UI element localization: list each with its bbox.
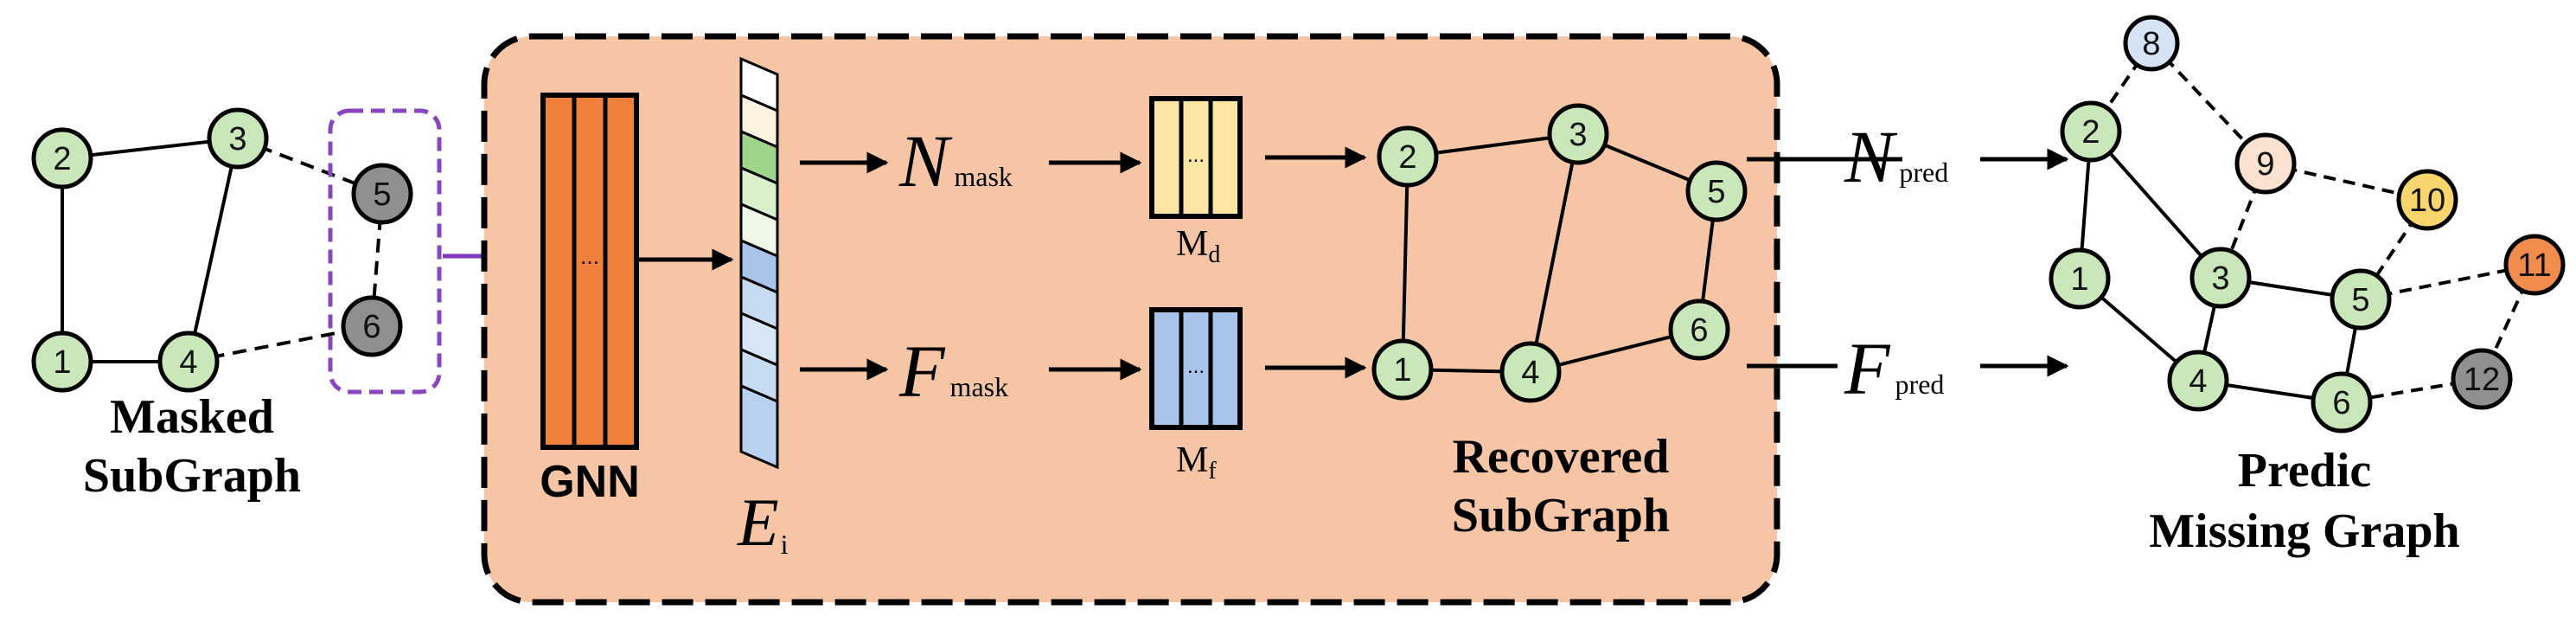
masked-node xyxy=(341,295,403,357)
node-label: 8 xyxy=(2142,26,2160,62)
predicted-node xyxy=(2123,15,2180,72)
predicted-node xyxy=(2503,234,2566,296)
node-label: 1 xyxy=(1393,352,1411,388)
node-label: 5 xyxy=(373,177,391,213)
predicted-title-line2: Missing Graph xyxy=(2149,504,2459,558)
graph-node xyxy=(2311,371,2373,433)
embedding-stack: Ei xyxy=(737,56,789,560)
embedding-cell xyxy=(739,383,779,470)
fmask-subscript: mask xyxy=(950,371,1009,402)
graph-node xyxy=(157,331,220,393)
masked-subgraph: 2 3 1 4 5 6 Masked SubGraph xyxy=(31,107,442,503)
node-label: 4 xyxy=(2189,363,2207,400)
mf-symbol: M xyxy=(1176,440,1208,480)
node-label: 9 xyxy=(2256,146,2274,183)
edge xyxy=(1401,156,1409,370)
predicted-node xyxy=(2396,169,2458,231)
predicted-node xyxy=(2234,132,2297,195)
node-label: 1 xyxy=(2070,261,2088,298)
graph-node xyxy=(207,107,269,170)
node-label: 3 xyxy=(2211,260,2229,297)
graph-node xyxy=(2049,247,2111,310)
graph-node xyxy=(31,331,93,393)
masked-subgraph-title-line2: SubGraph xyxy=(83,449,301,503)
node-label: 3 xyxy=(1569,117,1587,153)
mf-label: Mf xyxy=(1176,440,1217,485)
graph-node xyxy=(1377,125,1439,188)
node-label: 4 xyxy=(179,344,197,381)
graph-node xyxy=(1668,299,1730,361)
node-label: 2 xyxy=(1398,139,1416,176)
node-label: 2 xyxy=(53,141,71,177)
mf-box xyxy=(1149,307,1243,430)
fmask-symbol: F xyxy=(898,330,946,413)
mf-subscript: f xyxy=(1208,458,1217,485)
md-symbol: M xyxy=(1176,224,1208,264)
gnn-block: ... GNN xyxy=(540,93,640,507)
embedding-symbol-main: E xyxy=(737,485,779,560)
node-label: 4 xyxy=(1521,355,1539,391)
predicted-node xyxy=(2451,348,2513,410)
md-label: Md xyxy=(1176,224,1220,268)
edge xyxy=(187,138,240,363)
predicted-graph: 8 2 9 10 1 3 5 11 4 6 12 Predic Missing … xyxy=(2049,15,2566,558)
node-label: 6 xyxy=(362,309,380,345)
node-label: 5 xyxy=(2351,282,2369,318)
graph-node xyxy=(2167,350,2229,412)
node-label: 6 xyxy=(1690,312,1708,349)
md-box xyxy=(1149,96,1243,219)
gnn-box xyxy=(540,93,639,450)
node-label: 3 xyxy=(228,121,246,157)
mask-selection-box xyxy=(328,108,442,395)
recovered-title-line1: Recovered xyxy=(1453,430,1670,484)
masked-node xyxy=(351,163,413,225)
node-label: 5 xyxy=(1707,174,1725,210)
md-subscript: d xyxy=(1208,241,1220,268)
embedding-subscript: i xyxy=(781,529,789,560)
masked-edge xyxy=(188,324,373,363)
node-label: 11 xyxy=(2517,247,2551,284)
graph-node xyxy=(2189,247,2252,309)
mf-block: ... Mf xyxy=(1149,307,1243,485)
node-label: 10 xyxy=(2409,183,2445,219)
graph-node xyxy=(1685,160,1748,222)
md-block: ... Md xyxy=(1149,96,1243,268)
nmask-symbol: N xyxy=(898,119,953,202)
recovered-title-line2: SubGraph xyxy=(1452,489,1670,542)
npred-subscript: pred xyxy=(1899,157,1948,188)
graph-node xyxy=(2060,100,2122,163)
mf-ellipsis: ... xyxy=(1187,355,1205,378)
graph-node xyxy=(1371,338,1434,401)
predicted-title-line1: Predic xyxy=(2238,444,2371,498)
graph-node xyxy=(1499,341,1562,403)
gnn-ellipsis: ... xyxy=(580,243,599,269)
embedding-symbol: Ei xyxy=(737,485,789,560)
fpred-symbol: F xyxy=(1844,327,1891,410)
edge xyxy=(2089,130,2222,279)
model-panel xyxy=(481,33,1780,606)
graph-node xyxy=(1547,103,1609,165)
md-ellipsis: ... xyxy=(1187,144,1205,167)
fpred-subscript: pred xyxy=(1895,369,1945,400)
graph-node xyxy=(31,127,93,189)
nmask-subscript: mask xyxy=(954,161,1013,192)
node-label: 12 xyxy=(2464,362,2500,398)
masked-subgraph-title-line1: Masked xyxy=(110,390,274,444)
graph-node xyxy=(2330,268,2392,331)
npred-symbol: N xyxy=(1844,115,1898,198)
edge xyxy=(1529,133,1580,373)
node-label: 6 xyxy=(2332,385,2350,421)
gnn-label: GNN xyxy=(540,457,640,507)
node-label: 2 xyxy=(2081,114,2100,151)
recovered-subgraph: 2 3 5 6 4 1 Recovered SubGraph xyxy=(1371,103,1748,542)
node-label: 1 xyxy=(53,344,71,381)
